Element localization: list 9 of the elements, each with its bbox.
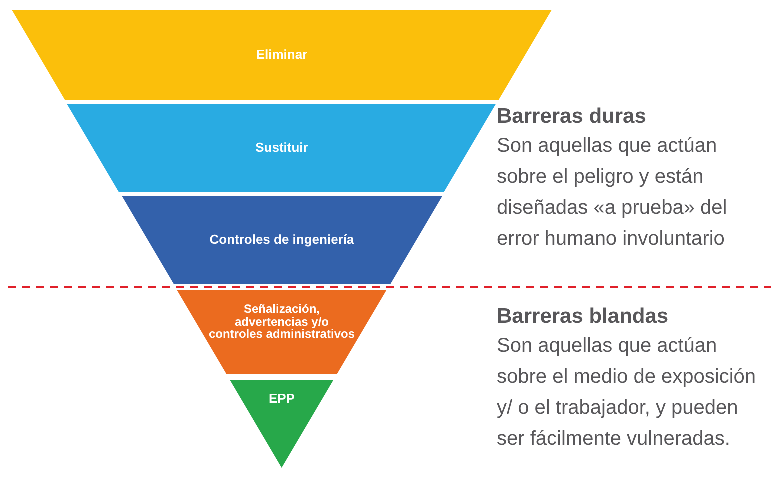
band-label: EPP: [268, 392, 295, 406]
description: Son aquellas que actúan sobre el peligro y están diseñadas «a prueba» del error humano involuntario: [497, 134, 728, 252]
band-label: Señalización, advertencias y/o controles administrativos: [208, 303, 356, 341]
heading: Barreras blandas: [497, 304, 670, 330]
band-label: Sustituir: [256, 141, 308, 155]
band-label: Eliminar: [256, 48, 308, 62]
band-label: Controles de ingeniería: [210, 233, 354, 247]
description: Son aquellas que actúan sobre el medio de exposición y/ o el trabajador, y pueden ser fácilmente vulneradas.: [497, 334, 758, 452]
heading: Barreras duras: [497, 104, 648, 130]
